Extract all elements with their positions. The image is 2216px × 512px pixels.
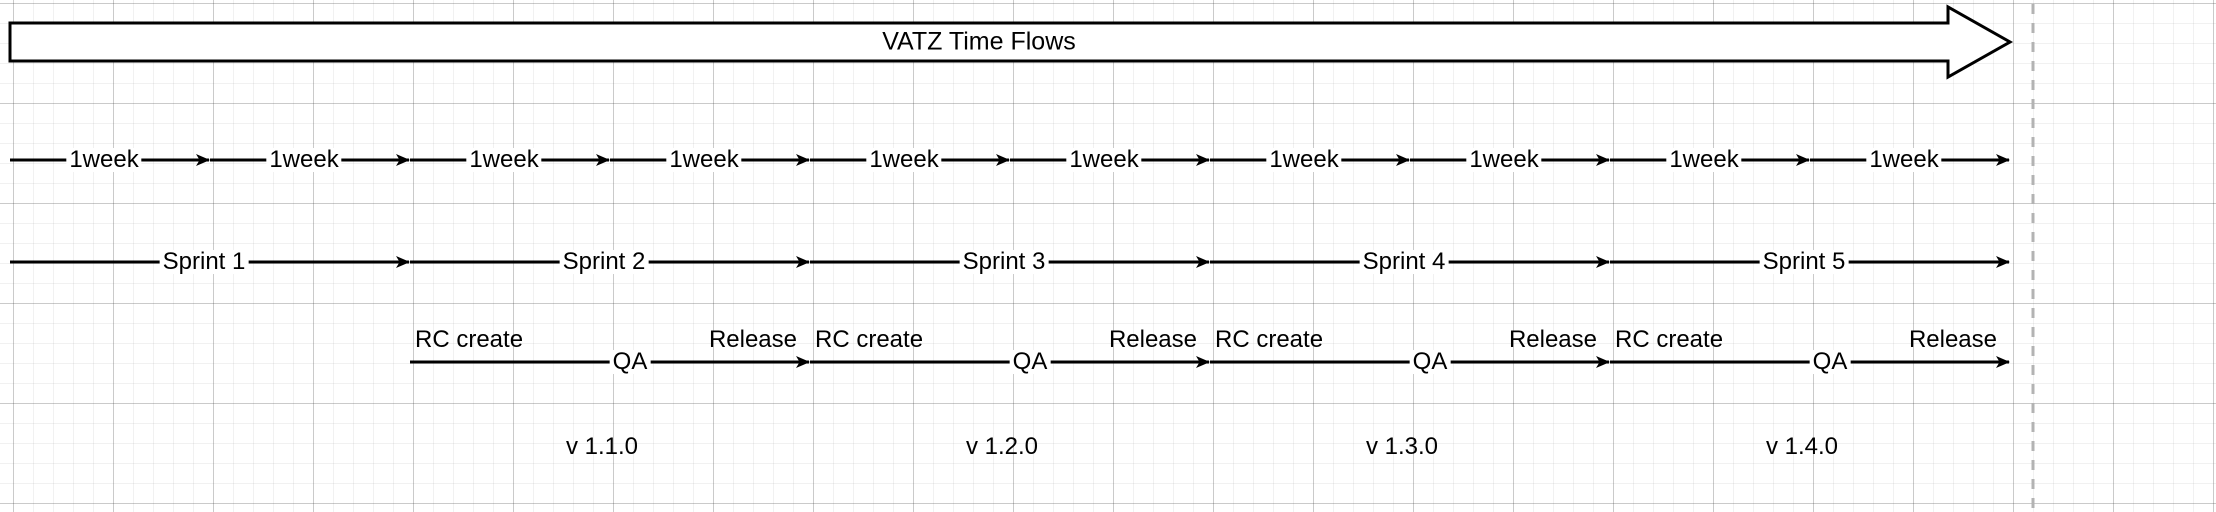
rc-create-label: RC create [415,326,524,353]
rc-create-label: RC create [1215,326,1324,353]
version-label: v 1.4.0 [1765,433,1839,460]
qa-label: QA [609,350,651,374]
release-label: Release [1508,326,1597,353]
qa-label: QA [1009,350,1051,374]
week-segment-label: 1week [666,148,742,172]
sprint-segment-label: Sprint 4 [1359,250,1449,274]
sprint-segment-label: Sprint 2 [559,250,649,274]
release-label: Release [708,326,797,353]
version-label: v 1.3.0 [1365,433,1439,460]
banner-title: VATZ Time Flows [878,27,1080,57]
rc-create-label: RC create [815,326,924,353]
release-label: Release [1908,326,1997,353]
version-label: v 1.1.0 [565,433,639,460]
sprint-segment-label: Sprint 5 [1759,250,1849,274]
week-segment-label: 1week [866,148,942,172]
qa-label: QA [1809,350,1851,374]
week-segment-label: 1week [1066,148,1142,172]
qa-label: QA [1409,350,1451,374]
week-segment-label: 1week [1666,148,1742,172]
week-segment-label: 1week [466,148,542,172]
week-segment-label: 1week [1266,148,1342,172]
week-segment-label: 1week [266,148,342,172]
sprint-segment-label: Sprint 1 [159,250,249,274]
version-label: v 1.2.0 [965,433,1039,460]
week-segment-label: 1week [1866,148,1942,172]
week-segment-label: 1week [66,148,142,172]
sprint-segment-label: Sprint 3 [959,250,1049,274]
rc-create-label: RC create [1615,326,1724,353]
release-label: Release [1108,326,1197,353]
week-segment-label: 1week [1466,148,1542,172]
